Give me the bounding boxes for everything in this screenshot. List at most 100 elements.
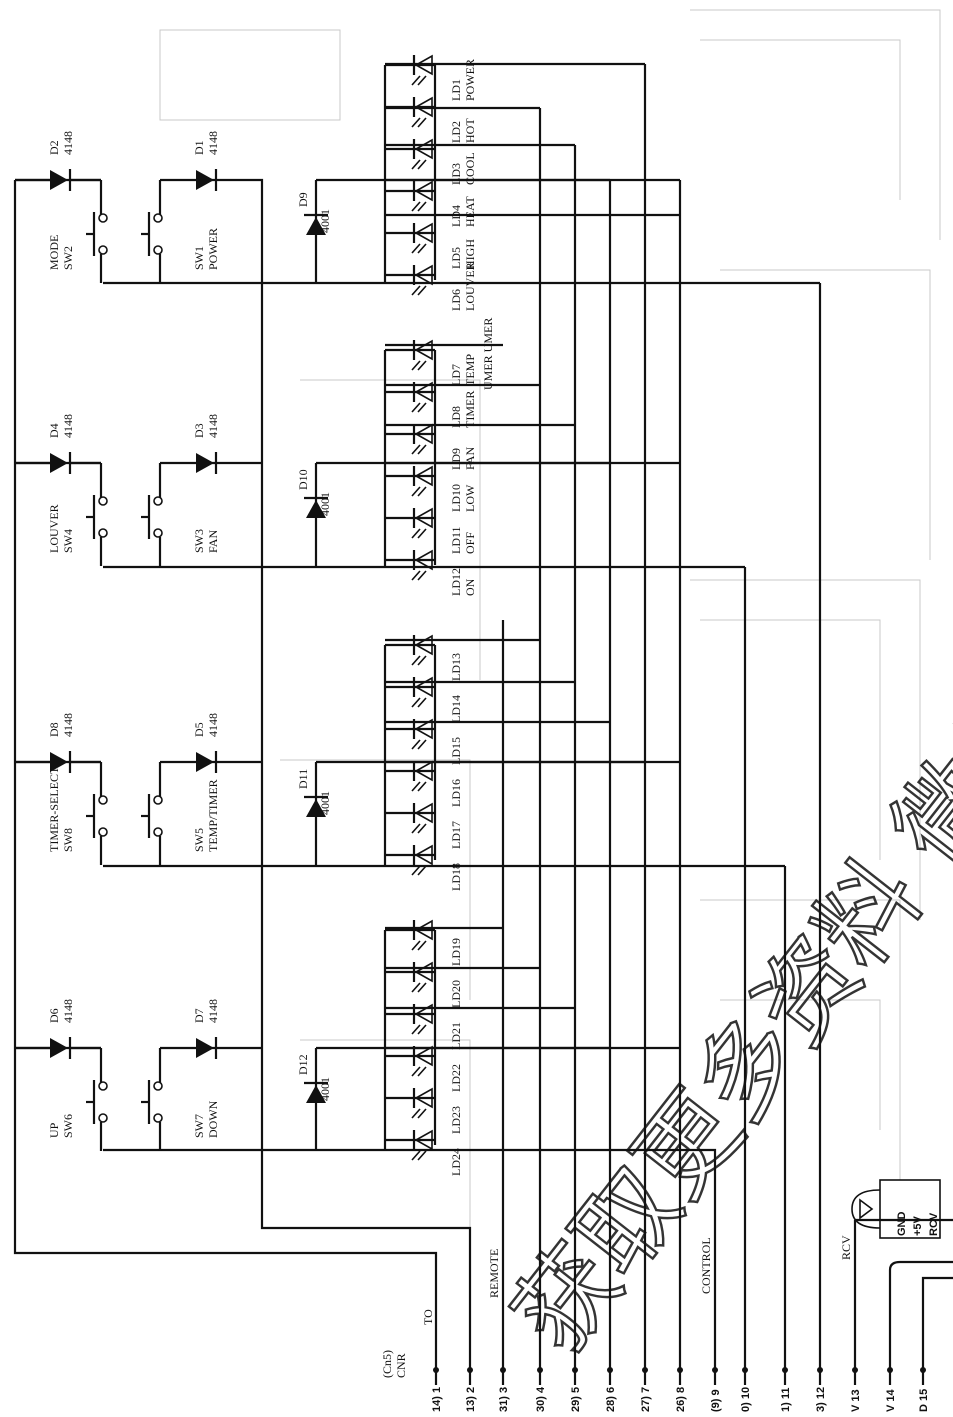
led <box>385 54 435 86</box>
connector-pin: 31) 3 <box>498 1367 510 1412</box>
watermark-text: 获取更多资料 微信搜索蓝领易 <box>492 276 953 1372</box>
led-group-extra-label: UMER UMER <box>481 318 495 390</box>
diode-a <box>15 169 101 191</box>
switch-a-ref: SW2 <box>61 246 75 270</box>
led-function: HIGH <box>463 239 477 269</box>
led <box>385 676 435 708</box>
connector-pin: 14) 1 <box>431 1367 443 1412</box>
led-ref: LD14 <box>449 695 463 723</box>
diode-a-value: 4148 <box>61 713 75 737</box>
switch-a-name: LOUVER <box>47 504 61 553</box>
led <box>385 1129 435 1161</box>
led-ref: LD3 <box>449 163 463 185</box>
wiring <box>13 62 953 1370</box>
led-ref: LD15 <box>449 737 463 765</box>
connector-pin: 29) 5 <box>570 1367 582 1412</box>
zener-diode <box>304 213 328 235</box>
connector-pin-label: 0) 10 <box>740 1387 752 1412</box>
led <box>385 844 435 876</box>
led <box>385 96 435 128</box>
switch-a-ref: SW6 <box>61 1114 75 1138</box>
led-ref: LD22 <box>449 1064 463 1092</box>
led <box>385 760 435 792</box>
push-switch-b <box>141 762 163 865</box>
connector-pin-label: V 13 <box>850 1389 862 1412</box>
led-ref: LD20 <box>449 980 463 1008</box>
diode-b <box>160 452 218 474</box>
zener-value: 4001 <box>318 492 332 516</box>
switch-a-name: MODE <box>47 235 61 270</box>
push-switch-a <box>86 180 108 283</box>
connector-pin: (9) 9 <box>710 1367 722 1412</box>
connector-pin: 28) 6 <box>605 1367 617 1412</box>
led-ref: LD1 <box>449 79 463 101</box>
led <box>385 381 435 413</box>
switch-b-ref: SW5 <box>192 828 206 852</box>
led-ref: LD4 <box>449 205 463 227</box>
signal-rcv: RCV <box>839 1235 853 1260</box>
zener-value: 4001 <box>318 791 332 815</box>
led-function: TEMP <box>463 354 477 386</box>
connector-pin-label: V 14 <box>885 1388 897 1412</box>
diode-a <box>15 751 101 773</box>
connector-pin-label: 13) 2 <box>465 1387 477 1412</box>
connector-pin-label: 28) 6 <box>605 1387 617 1412</box>
led <box>385 138 435 170</box>
connector-pin: 27) 7 <box>640 1367 652 1412</box>
push-switch-a <box>86 762 108 865</box>
led-function: ON <box>463 578 477 596</box>
led-function: FAN <box>463 447 477 470</box>
receiver-pin-gnd: GND <box>896 1212 908 1237</box>
connector-pin-label: 31) 3 <box>498 1387 510 1412</box>
diode-a-ref: D6 <box>47 1008 61 1023</box>
zener-ref: D10 <box>296 469 310 490</box>
led-ref: LD23 <box>449 1106 463 1134</box>
switch-a-ref: SW8 <box>61 828 75 852</box>
led-ref: LD8 <box>449 406 463 428</box>
diode-a-ref: D4 <box>47 423 61 438</box>
diode-b-value: 4148 <box>206 414 220 438</box>
led-ref: LD18 <box>449 863 463 891</box>
led-ref: LD11 <box>449 526 463 554</box>
led-ref: LD6 <box>449 289 463 311</box>
led-function: OFF <box>463 532 477 554</box>
led <box>385 465 435 497</box>
led <box>385 1087 435 1119</box>
diode-b <box>160 1037 218 1059</box>
connector-pin-label: 30) 4 <box>535 1386 547 1412</box>
led-function: LOUVER <box>463 262 477 311</box>
connector-name: CNR <box>394 1353 408 1378</box>
switch-b-name: DOWN <box>206 1100 220 1138</box>
switch-a-name: TIMER-SELECT <box>47 766 61 852</box>
receiver-module: GND +5V RCV <box>851 1179 941 1239</box>
connector-pin-label: D 15 <box>918 1389 930 1412</box>
diode-b-value: 4148 <box>206 999 220 1023</box>
led <box>385 1045 435 1077</box>
led-ref: LD16 <box>449 779 463 807</box>
push-switch-b <box>141 180 163 283</box>
led-ref: LD19 <box>449 938 463 966</box>
led <box>385 1003 435 1035</box>
led-ref: LD5 <box>449 247 463 269</box>
receiver-pin-rcv: RCV <box>928 1212 940 1236</box>
led <box>385 718 435 750</box>
watermark: 获取更多资料 微信搜索蓝领易 <box>491 275 953 1374</box>
diode-b <box>160 751 218 773</box>
connector-pin-label: 27) 7 <box>640 1387 652 1412</box>
zener-diode <box>304 1081 328 1103</box>
connector-pin: V 14 <box>885 1367 897 1412</box>
connector-pin: 26) 8 <box>675 1367 687 1412</box>
switch-a-name: UP <box>47 1122 61 1138</box>
led-function: POWER <box>463 59 477 101</box>
connector-pin-label: 1) 11 <box>780 1388 792 1412</box>
signal-to: TO <box>421 1309 435 1325</box>
led <box>385 961 435 993</box>
led-function: HEAT <box>463 196 477 227</box>
led-function: COOL <box>463 152 477 185</box>
connector-pin-label: 26) 8 <box>675 1387 687 1412</box>
